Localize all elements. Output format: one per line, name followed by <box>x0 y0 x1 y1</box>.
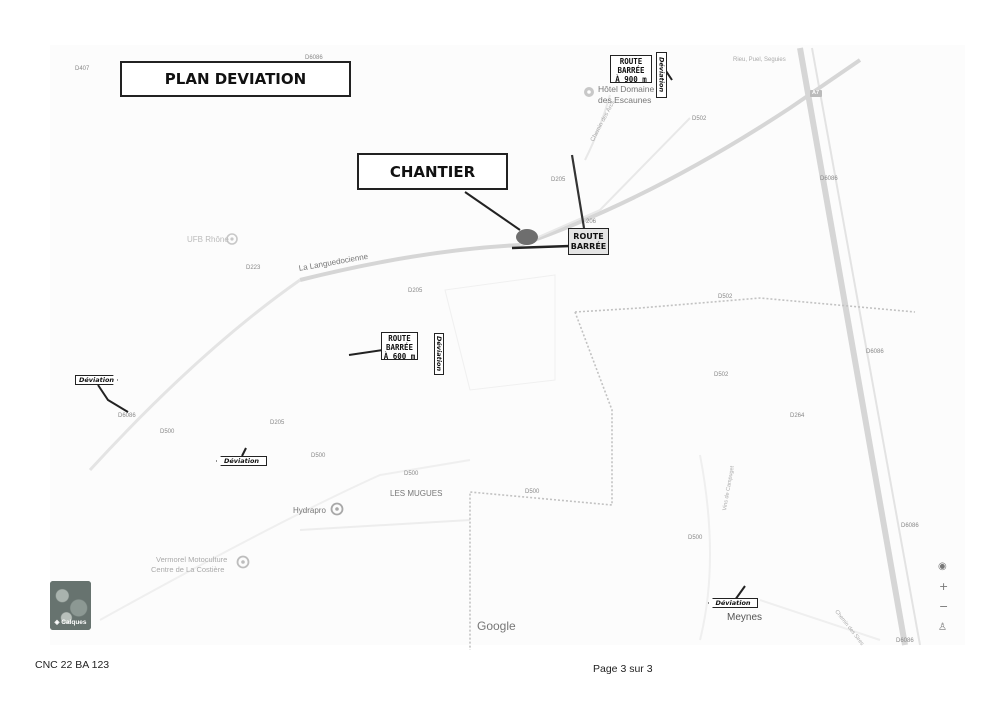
chantier-label: CHANTIER <box>357 153 508 190</box>
place-label: Centre de La Costière <box>151 565 225 574</box>
sign-pole-meynes <box>734 585 746 601</box>
road-d6086-east <box>811 47 921 646</box>
deviation-sign-vertical-mid: Déviation <box>434 333 444 375</box>
autoroute-a7 <box>797 47 908 646</box>
road-label: D6086 <box>305 55 323 61</box>
pin-icon[interactable] <box>584 87 594 97</box>
place-label: LES MUGUES <box>390 489 443 498</box>
road-label: 206 <box>586 219 597 225</box>
road-label: D264 <box>790 413 805 419</box>
place-label: Vermorel Motoculture <box>156 555 228 564</box>
road-label: D500 <box>688 535 703 541</box>
field-patch <box>444 274 556 391</box>
road-label: D205 <box>408 288 423 294</box>
road-label: D6086 <box>901 523 919 529</box>
sign-line: BARRÉE <box>617 66 645 75</box>
pin-icon[interactable] <box>226 233 238 245</box>
satellite-thumbnail <box>50 581 91 630</box>
map-area <box>50 45 965 645</box>
road-label: D6086 <box>866 349 884 355</box>
chantier-marker <box>516 229 538 245</box>
road-label: D500 <box>311 453 326 459</box>
google-logo: Google <box>477 619 516 633</box>
road-label: D205 <box>270 420 285 426</box>
road-label: D500 <box>525 489 540 495</box>
road-chemin-arcs <box>584 94 611 161</box>
road-label: D500 <box>404 471 419 477</box>
sign-pole-mid <box>241 447 247 457</box>
road-west <box>88 278 301 472</box>
sign-line: BARRÉE <box>570 242 607 251</box>
place-label: Meynes <box>727 612 763 623</box>
road-vins <box>699 454 711 641</box>
route-barree-900-sign: ROUTE BARRÉE À 900 m <box>610 55 652 84</box>
place-label: Hôtel Domaine <box>598 84 655 94</box>
route-barree-600-sign: ROUTE BARRÉE À 600 m <box>381 332 418 361</box>
sign-line: À 900 m <box>615 75 647 84</box>
sign-pole-north <box>570 154 586 229</box>
road-d502-north <box>519 117 691 246</box>
road-hydrapro <box>299 519 471 531</box>
road-label: D6086 <box>820 176 838 182</box>
barrier-line <box>511 244 571 250</box>
place-label: Rieu, Puel, Seguies <box>733 57 786 63</box>
layers-label: ◈ Calques <box>50 618 91 626</box>
deviation-sign-vertical-north: Déviation <box>656 52 667 98</box>
road-label: D502 <box>692 116 707 122</box>
road-label: D407 <box>75 66 90 72</box>
road-label: A7 <box>812 90 820 96</box>
pegman-icon[interactable]: ♙ <box>938 622 947 633</box>
road-label: D223 <box>246 265 261 271</box>
route-barree-sign: ROUTE BARRÉE <box>568 228 609 255</box>
place-label: des Escaunes <box>598 95 652 105</box>
road-d500-west <box>99 459 471 621</box>
locate-icon[interactable]: ◉ <box>938 561 947 572</box>
layers-text: Calques <box>61 619 87 626</box>
page-number: Page 3 sur 3 <box>593 663 653 675</box>
deviation-arrow-left-mid: Déviation <box>216 456 267 466</box>
sign-line: ROUTE <box>573 232 604 241</box>
place-label: Hydrapro <box>293 506 326 515</box>
place-label: UFB Rhône <box>187 235 229 244</box>
layers-button[interactable]: ◈ Calques <box>50 581 91 630</box>
sign-line: ROUTE <box>619 57 643 66</box>
plan-deviation-title: PLAN DEVIATION <box>120 61 351 97</box>
road-label: D500 <box>160 429 175 435</box>
deviation-route-south <box>469 311 613 650</box>
a7-shield <box>810 90 822 97</box>
pin-icon[interactable] <box>236 555 250 569</box>
road-label: D502 <box>718 294 733 300</box>
sign-line: ROUTE <box>388 334 411 343</box>
deviation-arrow-right-west: Déviation <box>75 375 118 385</box>
deviation-route-d502 <box>574 297 916 313</box>
road-label: D6086 <box>896 638 914 644</box>
zoom-in-button[interactable]: + <box>939 580 949 593</box>
road-label: D6086 <box>118 413 136 419</box>
road-label: D205 <box>551 177 566 183</box>
layers-icon: ◈ <box>54 619 60 626</box>
pin-icon[interactable] <box>330 502 344 516</box>
sign-line: BARRÉE <box>385 343 414 352</box>
sign-line: À 600 m <box>383 352 416 361</box>
road-label: D502 <box>714 372 729 378</box>
deviation-arrow-left-meynes: Déviation <box>708 598 758 608</box>
sign-pole-600 <box>348 349 384 356</box>
zoom-out-button[interactable]: − <box>939 600 949 613</box>
chantier-pointer <box>464 191 521 231</box>
road-south <box>759 599 881 641</box>
document-reference: CNC 22 BA 123 <box>35 659 110 671</box>
sign-pole-west <box>97 384 129 413</box>
